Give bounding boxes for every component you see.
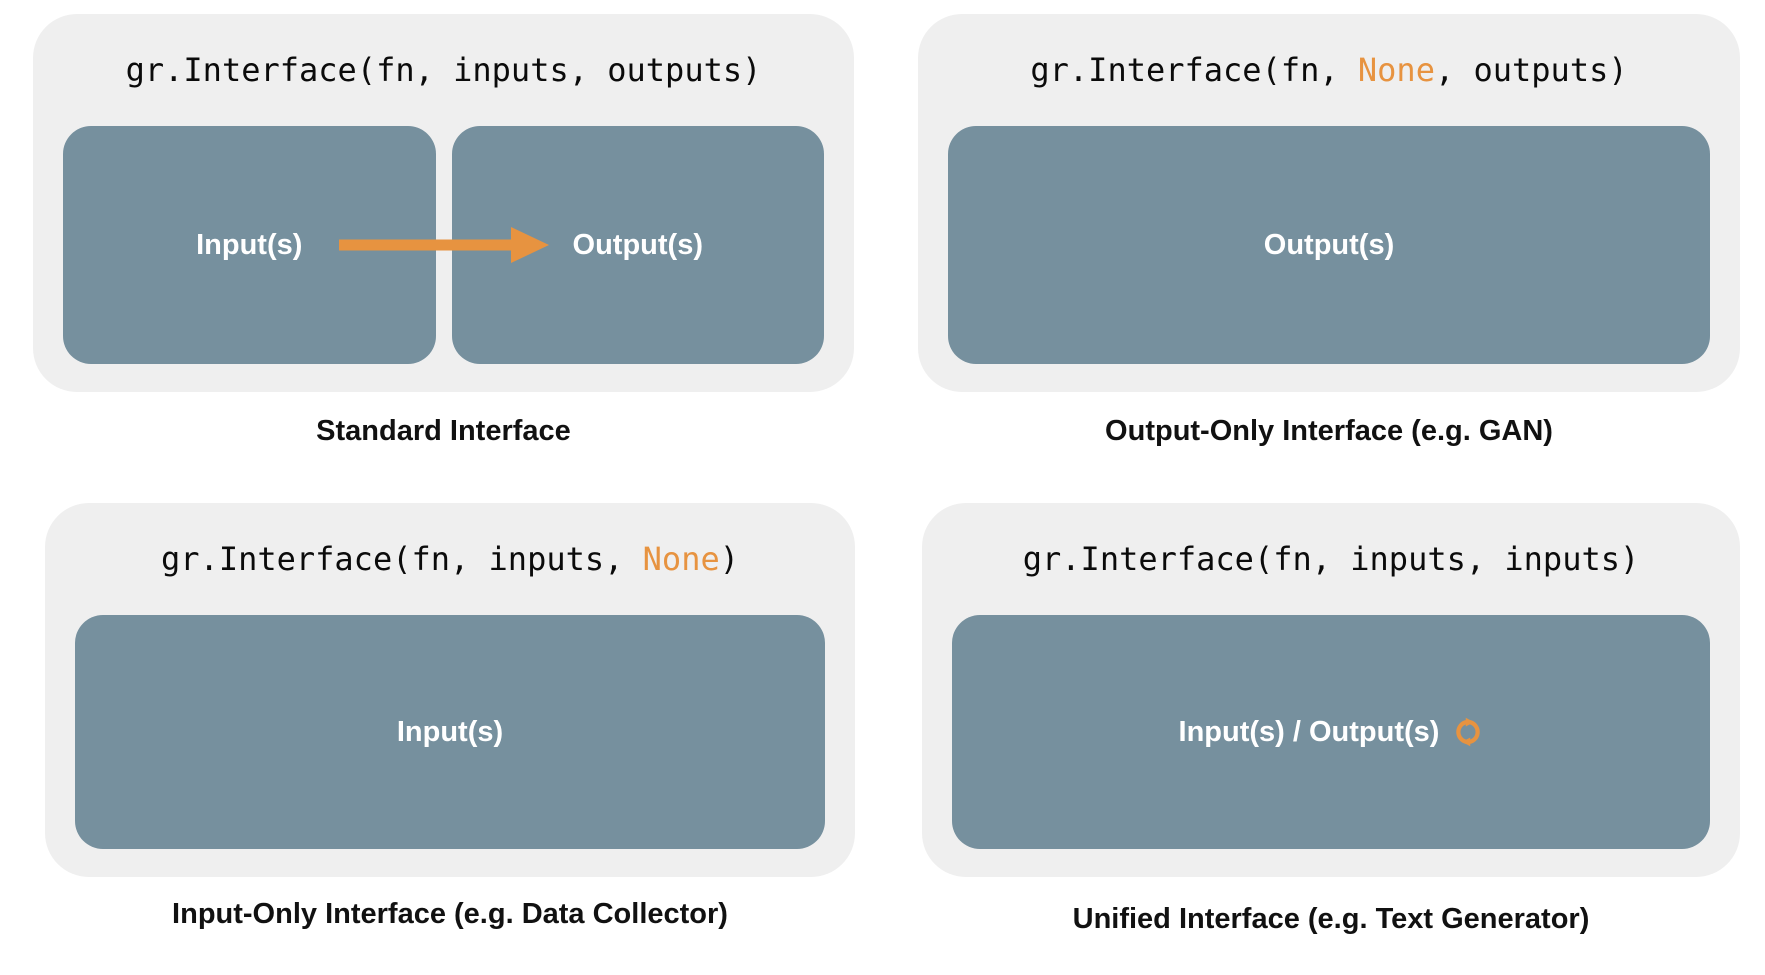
output-box-label: Output(s) <box>572 228 703 261</box>
code-post: , outputs) <box>1434 51 1628 89</box>
code-pre: gr.Interface(fn, inputs, outputs) <box>125 51 762 89</box>
code-snippet: gr.Interface(fn, None, outputs) <box>918 14 1740 126</box>
boxes-row: Output(s) <box>948 126 1710 364</box>
input-output-box-label-group: Input(s) / Output(s) <box>1179 716 1484 749</box>
input-output-box-label: Input(s) / Output(s) <box>1178 715 1440 748</box>
caption-input-only-interface: Input-Only Interface (e.g. Data Collecto… <box>172 898 728 930</box>
code-highlight: None <box>1357 51 1435 89</box>
code-snippet: gr.Interface(fn, inputs, None) <box>45 503 855 615</box>
sync-icon <box>1456 717 1481 747</box>
output-box-label: Output(s) <box>1263 228 1395 261</box>
code-post: ) <box>719 540 739 578</box>
code-highlight: None <box>642 540 720 578</box>
input-box: Input(s) <box>75 615 825 849</box>
caption-output-only-interface: Output-Only Interface (e.g. GAN) <box>1105 415 1553 447</box>
panel-input-only-interface: gr.Interface(fn, inputs, None) Input(s) <box>45 503 855 877</box>
arrow-right-icon <box>338 227 549 263</box>
caption-standard-interface: Standard Interface <box>316 415 571 447</box>
panel-output-only-interface: gr.Interface(fn, None, outputs) Output(s… <box>918 14 1740 392</box>
boxes-row: Input(s) / Output(s) <box>952 615 1710 849</box>
output-box: Output(s) <box>948 126 1710 364</box>
boxes-row: Input(s) <box>75 615 825 849</box>
code-snippet: gr.Interface(fn, inputs, inputs) <box>922 503 1740 615</box>
code-pre: gr.Interface(fn, inputs, <box>161 540 643 578</box>
caption-unified-interface: Unified Interface (e.g. Text Generator) <box>1072 903 1590 935</box>
panel-unified-interface: gr.Interface(fn, inputs, inputs) Input(s… <box>922 503 1740 877</box>
code-pre: gr.Interface(fn, <box>1030 51 1358 89</box>
code-snippet: gr.Interface(fn, inputs, outputs) <box>33 14 854 126</box>
input-box-label: Input(s) <box>196 228 303 261</box>
input-box-label: Input(s) <box>396 715 504 748</box>
code-pre: gr.Interface(fn, inputs, inputs) <box>1022 540 1640 578</box>
panel-standard-interface: gr.Interface(fn, inputs, outputs) Input(… <box>33 14 854 392</box>
boxes-row: Input(s) Output(s) <box>63 126 824 364</box>
input-output-box: Input(s) / Output(s) <box>952 615 1710 849</box>
